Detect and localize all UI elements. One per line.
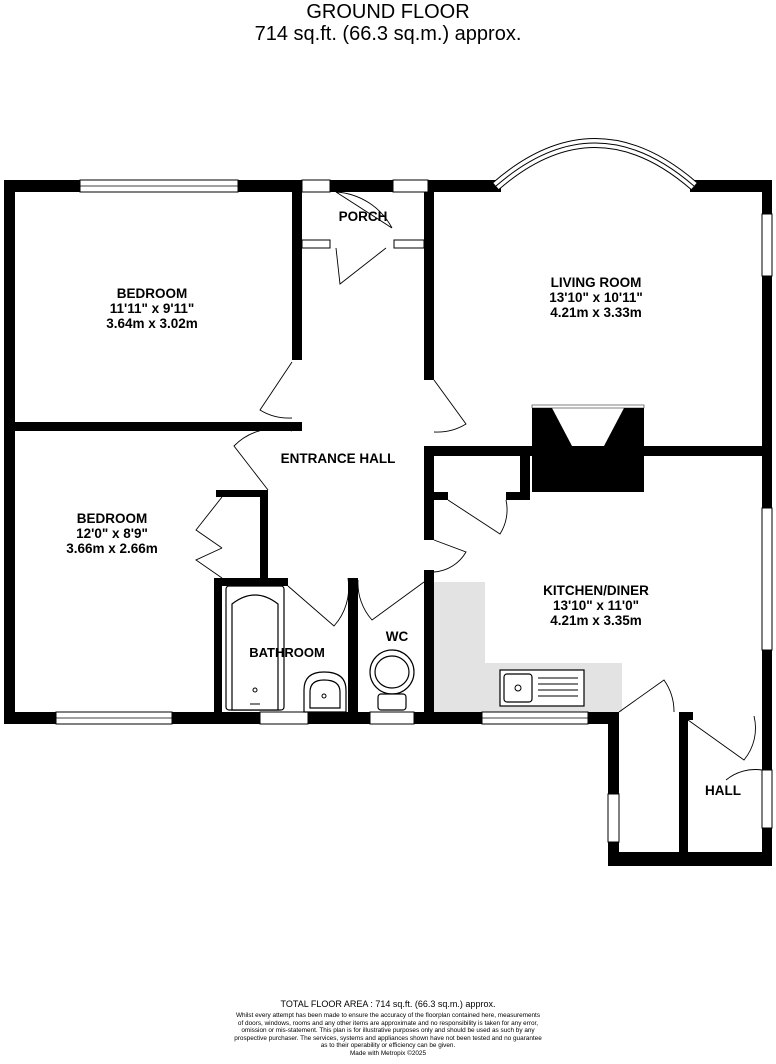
wash-basin [303,671,347,713]
bedroom-2-imperial: 12'0" x 8'9" [76,526,148,541]
disclaimer-line: omission or mis-statement. This plan is … [241,1027,535,1035]
total-floor-area: TOTAL FLOOR AREA : 714 sq.ft. (66.3 sq.m… [280,999,496,1009]
disclaimer: Whilst every attempt has been made to en… [200,1012,576,1050]
kitchen-diner-imperial: 13'10" x 11'0" [553,598,639,613]
walls [4,180,772,866]
hall-name: HALL [705,783,741,798]
living-room-metric: 4.21m x 3.33m [550,305,642,320]
bedroom-1-metric: 3.64m x 3.02m [106,316,198,331]
bathtub [225,585,285,711]
disclaimer-line: prospective purchaser. The services, sys… [234,1034,542,1042]
fixtures [225,585,585,713]
doors [195,191,763,781]
living-room-imperial: 13'10" x 10'11" [549,290,643,305]
bedroom-2-metric: 3.66m x 2.66m [66,541,158,556]
toilet [369,649,415,711]
bedroom-1-name: BEDROOM [117,286,188,301]
porch-name: PORCH [339,209,388,224]
bedroom-2-name: BEDROOM [77,511,148,526]
wc-name: WC [386,629,409,644]
kitchen-diner-name: KITCHEN/DINER [543,583,649,598]
kitchen-sink [499,669,585,707]
windows [55,179,773,843]
bedroom-1-imperial: 11'11" x 9'11" [110,301,195,316]
entrance-hall-name: ENTRANCE HALL [281,451,396,466]
floor-title: GROUND FLOOR [306,1,470,23]
floor-area-summary: 714 sq.ft. (66.3 sq.m.) approx. [254,23,522,45]
disclaimer-line: of doors, windows, rooms and any other i… [237,1019,539,1027]
made-with-credit: Made with Metropix ©2025 [349,1049,427,1057]
fireplace [552,408,624,446]
bay-window [492,138,698,190]
kitchen-diner-metric: 4.21m x 3.35m [550,613,642,628]
living-room-name: LIVING ROOM [551,275,642,290]
room-labels: PORCH BEDROOM 11'11" x 9'11" 3.64m x 3.0… [66,209,741,798]
footer: TOTAL FLOOR AREA : 714 sq.ft. (66.3 sq.m… [200,999,576,1057]
disclaimer-line: as to their operability or efficiency ca… [320,1042,456,1050]
disclaimer-line: Whilst every attempt has been made to en… [235,1012,541,1019]
bathroom-name: BATHROOM [249,645,325,660]
